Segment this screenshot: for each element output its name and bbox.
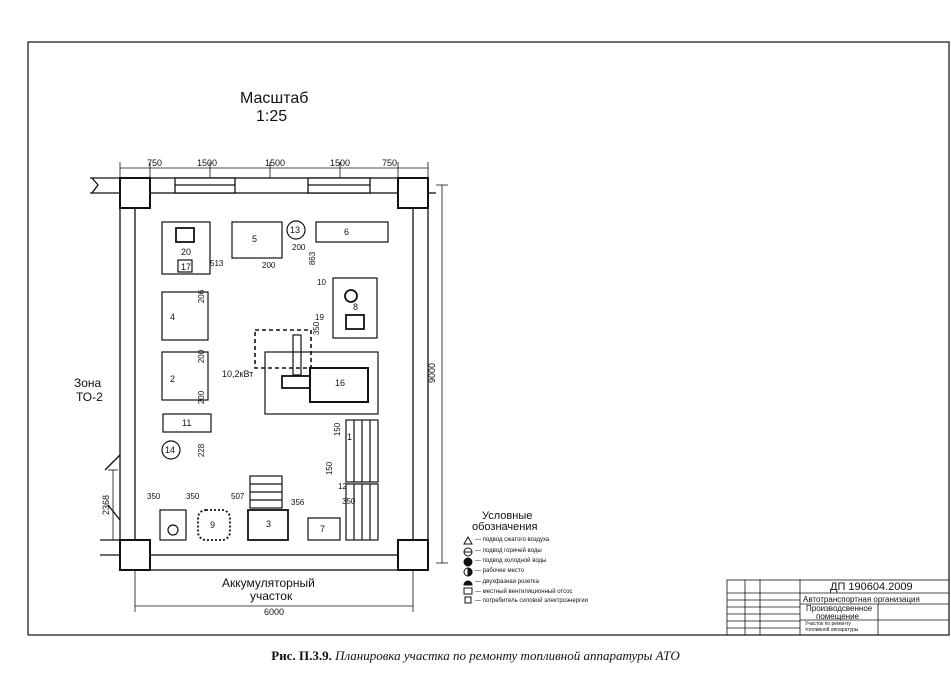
dim-top-3: 1500 [265,158,286,168]
left-dimension-line [108,469,118,541]
dim-top-4: 1500 [330,158,351,168]
label-6: 6 [344,227,350,237]
dim-200a: 200 [262,261,276,270]
dim-right: 9000 [427,362,438,384]
bottom-dimension-line [134,570,414,612]
workstation-bottom [159,509,187,541]
dim-12: 12 [338,482,347,491]
right-dimension-line [436,184,448,564]
top-dimension-chain [119,162,429,178]
workbench-2 [161,351,209,401]
dim-350d: 350 [342,497,356,506]
label-16: 16 [335,378,346,388]
title-name-1: Участок по ремонту [805,621,851,627]
label-5: 5 [252,234,258,244]
chair-9 [197,509,231,541]
scale-value: 1:25 [256,108,288,125]
dim-200b: 200 [292,243,306,252]
building-walls [90,177,436,571]
label-14: 14 [165,445,176,455]
label-10: 10 [283,260,284,261]
dim-356: 356 [291,498,305,507]
dim-19: 19 [315,313,324,322]
dim-150a: 150 [333,422,343,437]
label-1: 1 [347,432,353,442]
figure-caption: Рис. П.3.9. Планировка участка по ремонт… [0,648,951,664]
ventilation-zone [254,329,312,369]
workbench-4 [161,291,209,341]
legend-item-4: — рабочее место [475,568,524,574]
title-code: ДП 190604.2009 [830,581,913,593]
bench-6 [315,221,389,243]
dim-power: 10,2кВт [222,369,254,379]
dim-left: 2368 [101,494,112,516]
legend-symbols [463,535,473,604]
test-stand-16 [264,351,379,415]
label-17: 17 [181,262,192,272]
dim-350b: 350 [147,492,161,501]
caption-number: Рис. П.3.9. [271,648,332,663]
title-org: Автотранспортная организация [803,595,920,604]
label-11: 11 [182,418,192,428]
legend-item-5: — двухфазная розетка [475,579,539,585]
scale-title: Масштаб [240,90,309,107]
label-20: 20 [181,247,192,257]
dim-350c: 350 [186,492,200,501]
label-3: 3 [266,519,272,529]
label-4: 4 [170,312,176,322]
dim-top-5: 750 [382,158,398,168]
zone-left-line1: Зона [74,376,102,390]
equipment-layout [159,220,389,541]
dim-350a: 350 [312,321,322,336]
legend-item-3: — подвод холодной воды [475,558,547,564]
device-14 [161,440,181,460]
legend-title-1: Условные [482,510,533,522]
legend-item-6: — местный вентиляционный отсос [475,589,573,595]
dim-513: 513 [210,259,224,268]
zone-bottom-line2: участок [250,589,293,603]
dim-bottom: 6000 [264,607,285,617]
zone-bottom-line1: Аккумуляторный [222,576,315,590]
label-9: 9 [210,520,216,530]
label-13: 13 [290,225,301,235]
stand-8 [332,277,378,339]
title-name-2: топливной аппаратуры [805,627,859,633]
title-block [726,579,950,636]
label-7: 7 [320,524,326,534]
dim-150b: 150 [325,461,335,476]
legend-item-2: — подвод горячей воды [475,548,542,554]
dim-200c: 200 [197,349,207,364]
dim-228: 228 [197,443,207,458]
dim-top-1: 750 [147,158,163,168]
legend-title-2: обозначения [472,521,538,533]
cabinet-5 [231,221,283,259]
device-11 [162,413,212,433]
sheet-frame [27,41,950,636]
dim-863: 863 [308,251,318,266]
title-type-2: помещение [816,612,860,621]
workbench-20 [161,221,211,275]
legend-item-7: — потребитель силовой электроэнергии [475,598,588,604]
device-13 [286,220,306,240]
table-7 [307,517,341,541]
dim-507: 507 [231,492,245,501]
dim-206: 206 [197,289,207,304]
title-type-1: Производсвенное [806,604,873,613]
bath-3 [247,509,289,541]
label-2: 2 [170,374,176,384]
legend-item-1: — подвод сжатого воздуха [475,537,550,543]
label-8: 8 [353,302,359,312]
caption-text: Планировка участка по ремонту топливной … [335,648,680,663]
zone-left-line2: ТО-2 [76,390,103,404]
dim-10: 10 [317,278,326,287]
dim-top-2: 1500 [197,158,218,168]
dim-200d: 200 [197,390,207,405]
